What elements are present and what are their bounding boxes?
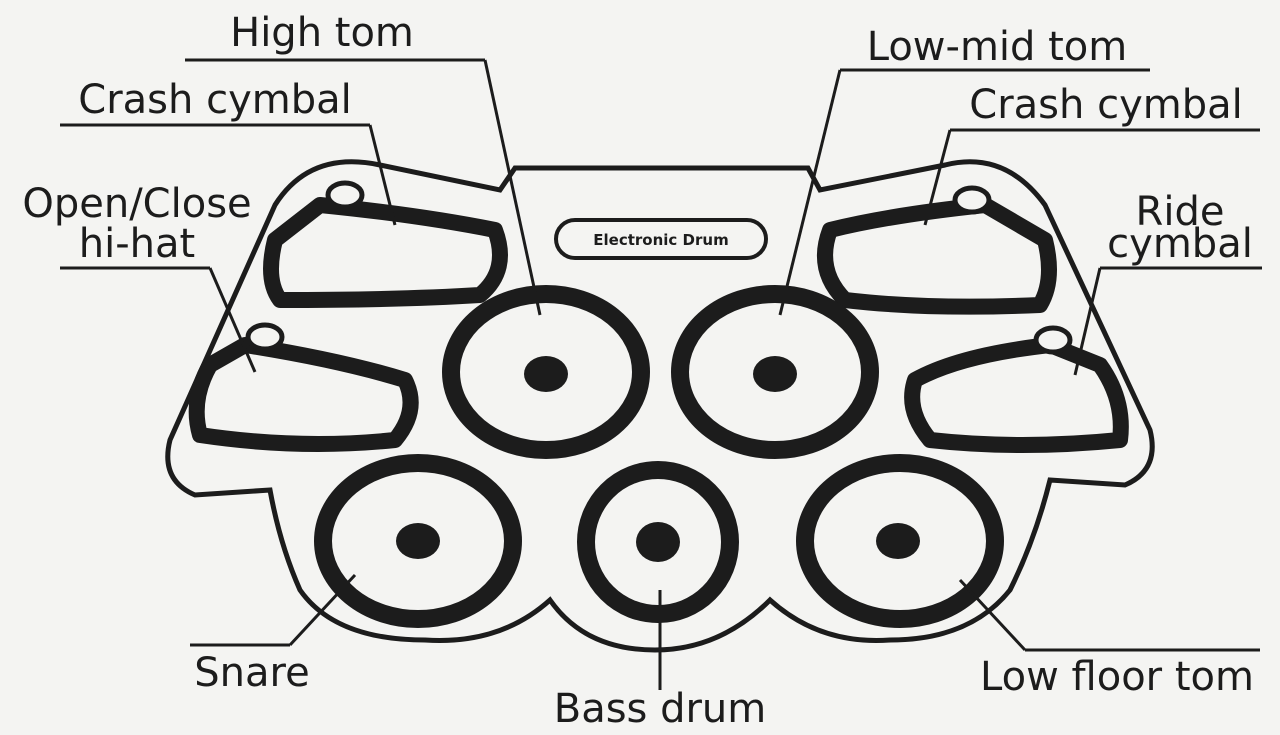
leader-hihat	[208, 267, 257, 373]
label-crash-cymbal-left: Crash cymbal	[78, 77, 351, 123]
label-low-floor-tom: Low floor tom	[980, 654, 1254, 700]
drum-pad-body	[165, 159, 1155, 653]
brand-badge: Electronic Drum	[554, 218, 768, 260]
label-hihat-line2: hi-hat	[79, 221, 195, 267]
leader-snare	[288, 573, 357, 647]
label-bass-drum: Bass drum	[554, 686, 767, 732]
crash-cymbal-left-pad	[263, 197, 508, 308]
low-floor-tom-pad	[796, 454, 1004, 628]
low-mid-tom-pad	[671, 285, 879, 459]
mount-dot-crash-left	[325, 180, 365, 210]
ride-cymbal-pad	[904, 337, 1129, 453]
snare-pad	[314, 454, 522, 628]
label-low-mid-tom: Low-mid tom	[867, 24, 1128, 70]
mount-dot-ride	[1033, 325, 1073, 355]
high-tom-pad	[442, 285, 650, 459]
leader-low-mid-tom	[778, 69, 842, 316]
leader-high-tom	[483, 59, 542, 316]
label-crash-cymbal-right: Crash cymbal	[969, 82, 1242, 128]
leader-low-floor-tom	[958, 578, 1027, 652]
label-high-tom: High tom	[230, 10, 414, 56]
label-ride-line1: Ride	[1136, 189, 1225, 235]
bass-drum-pad	[577, 461, 739, 623]
leader-ride	[1073, 267, 1102, 376]
label-hihat-line1: Open/Close	[22, 181, 251, 227]
mount-dot-hihat	[245, 322, 285, 352]
mount-dot-crash-right	[952, 185, 992, 215]
leader-crash-cymbal-left	[368, 124, 397, 226]
leader-crash-cymbal-right	[923, 129, 952, 226]
label-snare: Snare	[194, 650, 309, 696]
label-ride-line2: cymbal	[1107, 221, 1253, 267]
hihat-pad	[188, 337, 419, 452]
crash-cymbal-right-pad	[817, 197, 1057, 315]
brand-badge-text: Electronic Drum	[593, 231, 728, 249]
